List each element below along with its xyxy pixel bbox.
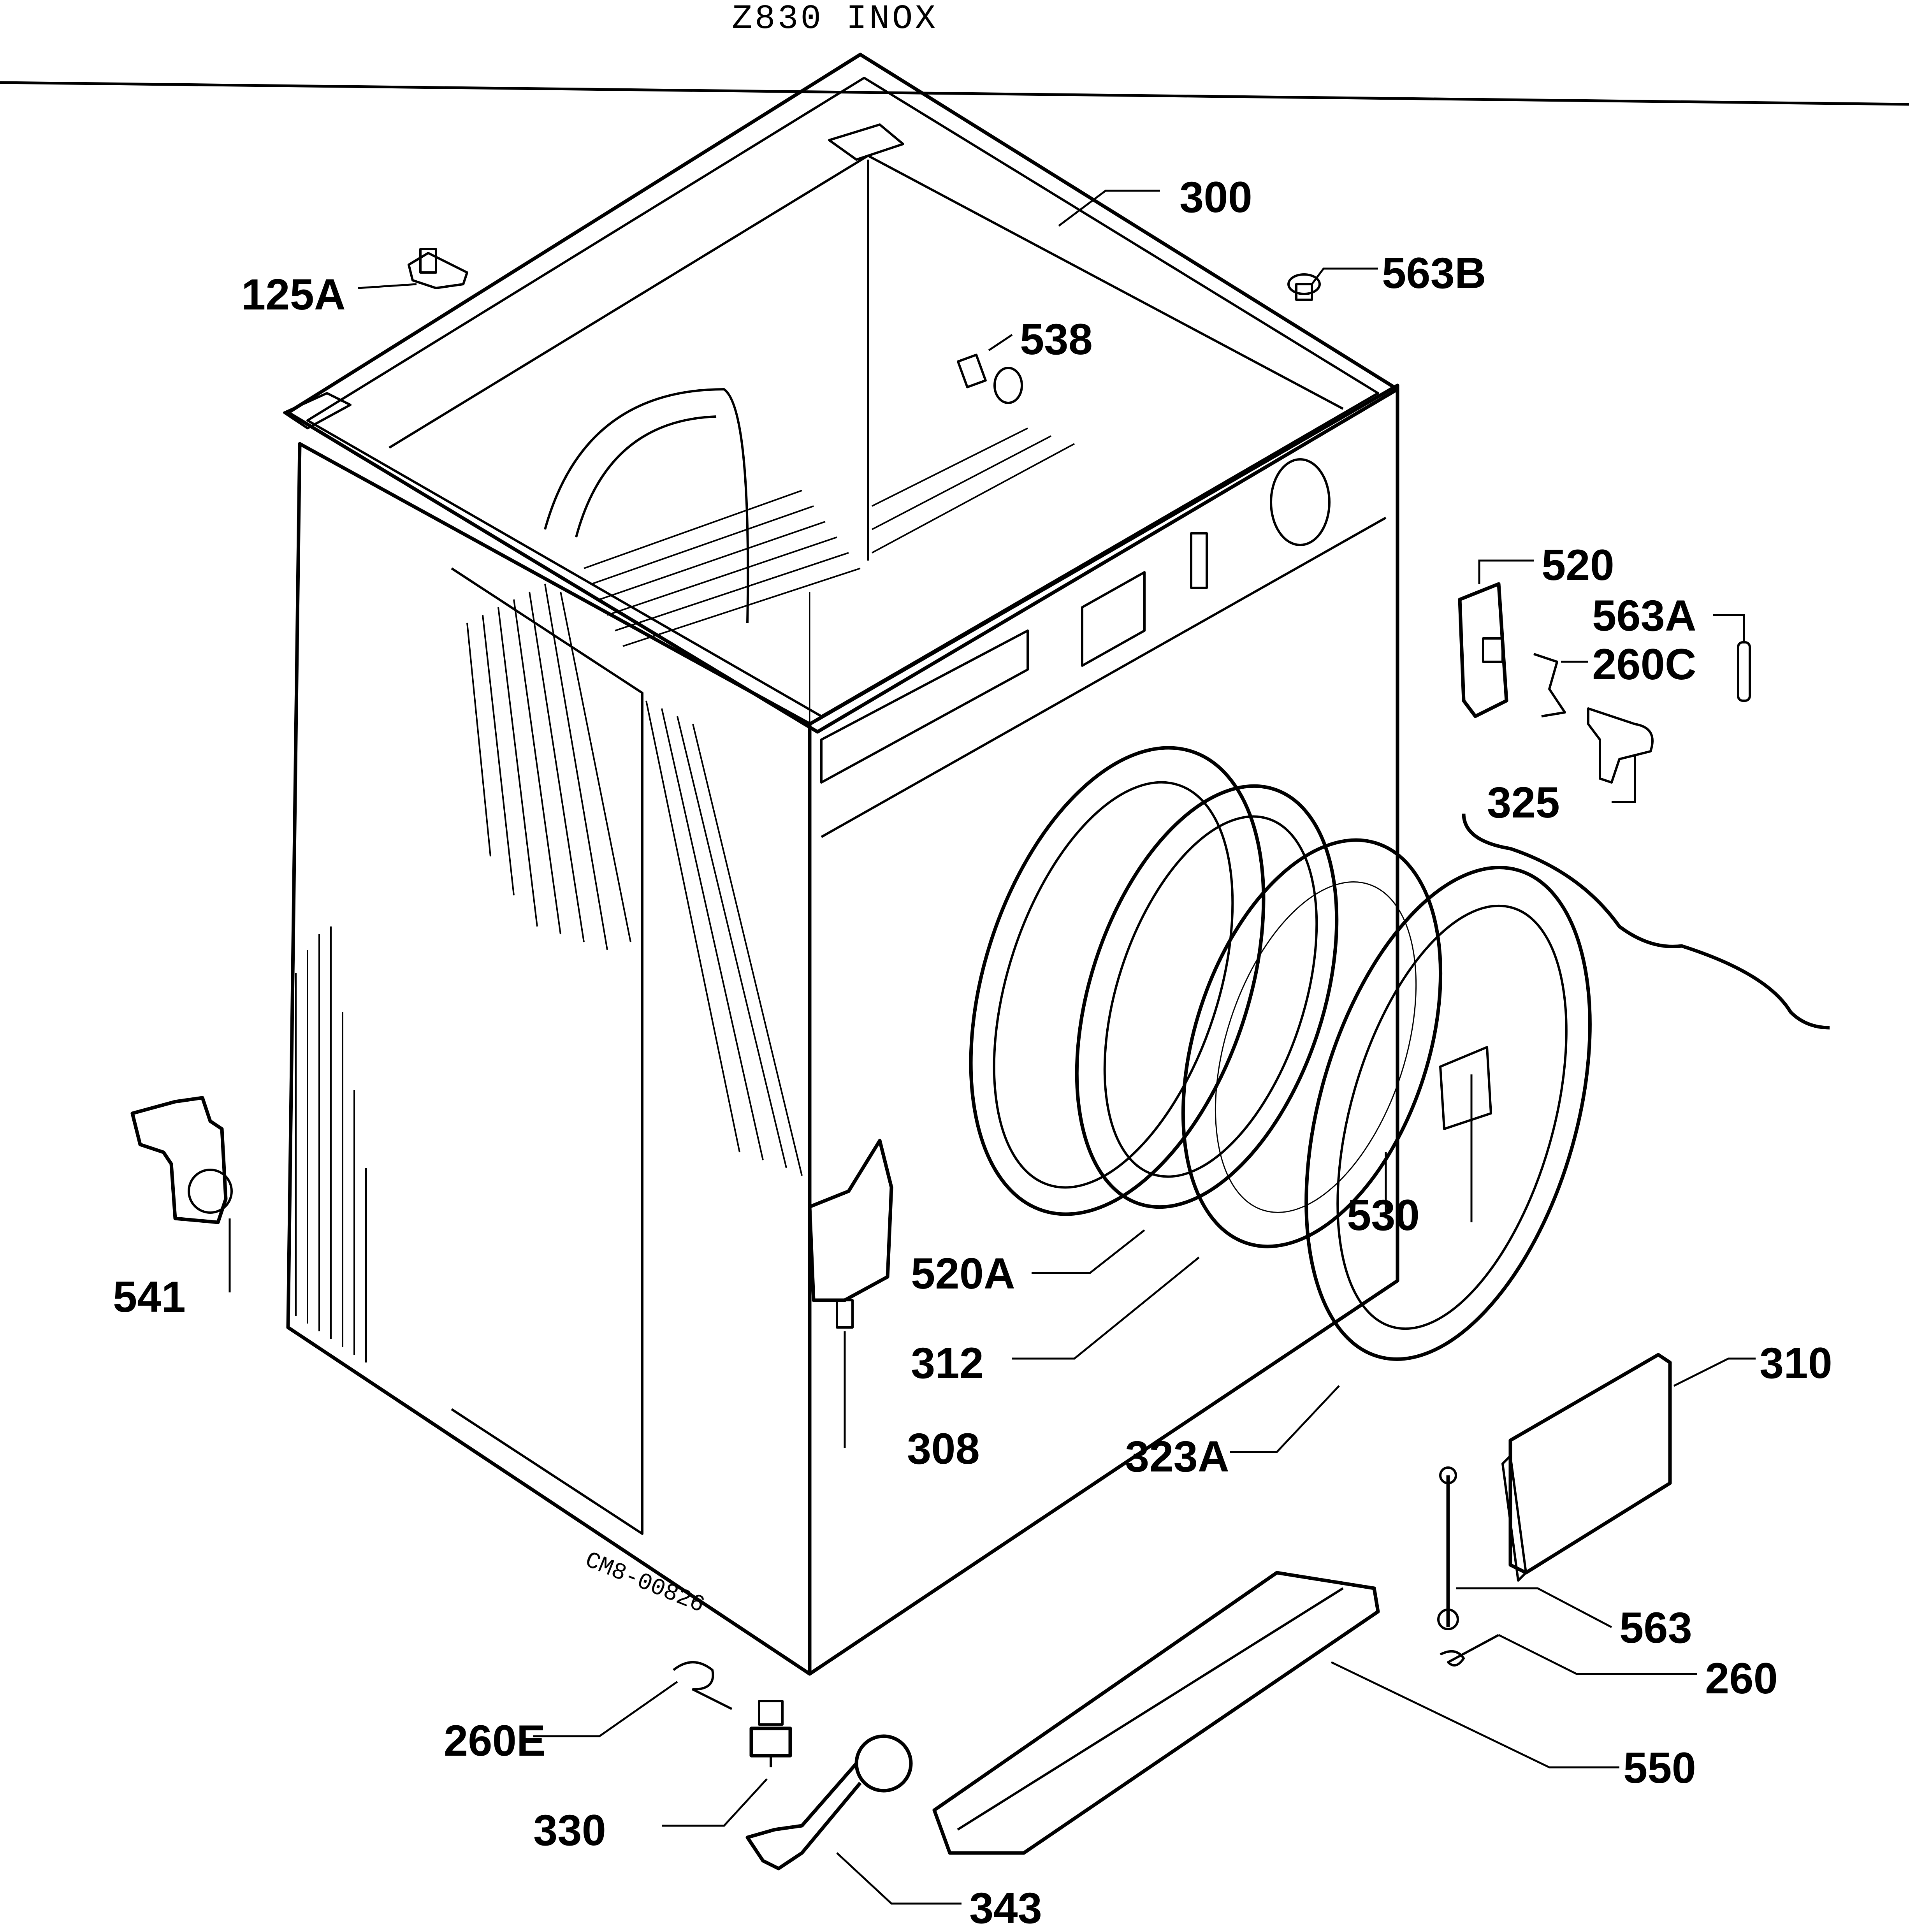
label-520: 520 <box>1542 541 1614 589</box>
interior-hatching <box>584 427 1075 647</box>
door-assembly <box>969 746 1830 1361</box>
lever-325 <box>1587 707 1654 784</box>
shaft-563 <box>1437 1466 1459 1630</box>
label-310: 310 <box>1760 1339 1832 1387</box>
plug-538 <box>956 353 1023 404</box>
label-563b: 563B <box>1382 249 1486 297</box>
knob-563b <box>1287 273 1321 301</box>
leader-lines <box>229 190 1756 1905</box>
label-530: 530 <box>1347 1191 1420 1239</box>
label-125a: 125A <box>241 270 346 319</box>
label-538: 538 <box>1020 315 1093 364</box>
hinge-308 <box>808 1139 893 1329</box>
label-260e: 260E <box>444 1716 546 1765</box>
label-300: 300 <box>1180 173 1252 222</box>
side-panel-hatching <box>295 584 803 1362</box>
door-handle <box>1439 1046 1492 1130</box>
door-outer-frame <box>1304 866 1592 1361</box>
label-550: 550 <box>1623 1744 1696 1792</box>
foot-330 <box>749 1700 792 1767</box>
clip-260e <box>673 1661 733 1710</box>
bracket-125a <box>408 248 468 289</box>
lock-housing-520 <box>1458 582 1508 718</box>
door-glass-bowl <box>1181 838 1443 1248</box>
label-563a: 563A <box>1592 591 1696 640</box>
model-title: Z830 INOX <box>732 0 938 39</box>
part-labels: 300 125A 563B 538 520 563A 260C 325 541 … <box>113 173 1832 1932</box>
label-541: 541 <box>113 1273 186 1321</box>
door-seal-ring <box>969 746 1266 1216</box>
label-323a: 323A <box>1125 1432 1229 1481</box>
drawing-code: CM8-00826 <box>581 1547 708 1619</box>
label-520a: 520A <box>911 1249 1015 1298</box>
label-260c: 260C <box>1592 640 1696 689</box>
label-312: 312 <box>911 1339 984 1387</box>
label-325: 325 <box>1487 778 1560 827</box>
filter-cover-310 <box>1501 1353 1672 1582</box>
label-330: 330 <box>533 1806 606 1855</box>
label-343: 343 <box>969 1884 1042 1930</box>
header-rule <box>0 81 1909 106</box>
door-lock-switch-541 <box>130 1096 233 1224</box>
plinth-bar-550 <box>932 1571 1380 1855</box>
spring-260 <box>1440 1634 1499 1667</box>
label-563: 563 <box>1619 1603 1692 1652</box>
door-inner-frame <box>1075 784 1339 1209</box>
wrench-343 <box>745 1734 913 1870</box>
pin-563a <box>1737 641 1751 702</box>
label-308: 308 <box>907 1424 980 1473</box>
spring-260c <box>1533 653 1566 717</box>
label-260: 260 <box>1705 1654 1778 1703</box>
hose-cable <box>1462 813 1830 1030</box>
